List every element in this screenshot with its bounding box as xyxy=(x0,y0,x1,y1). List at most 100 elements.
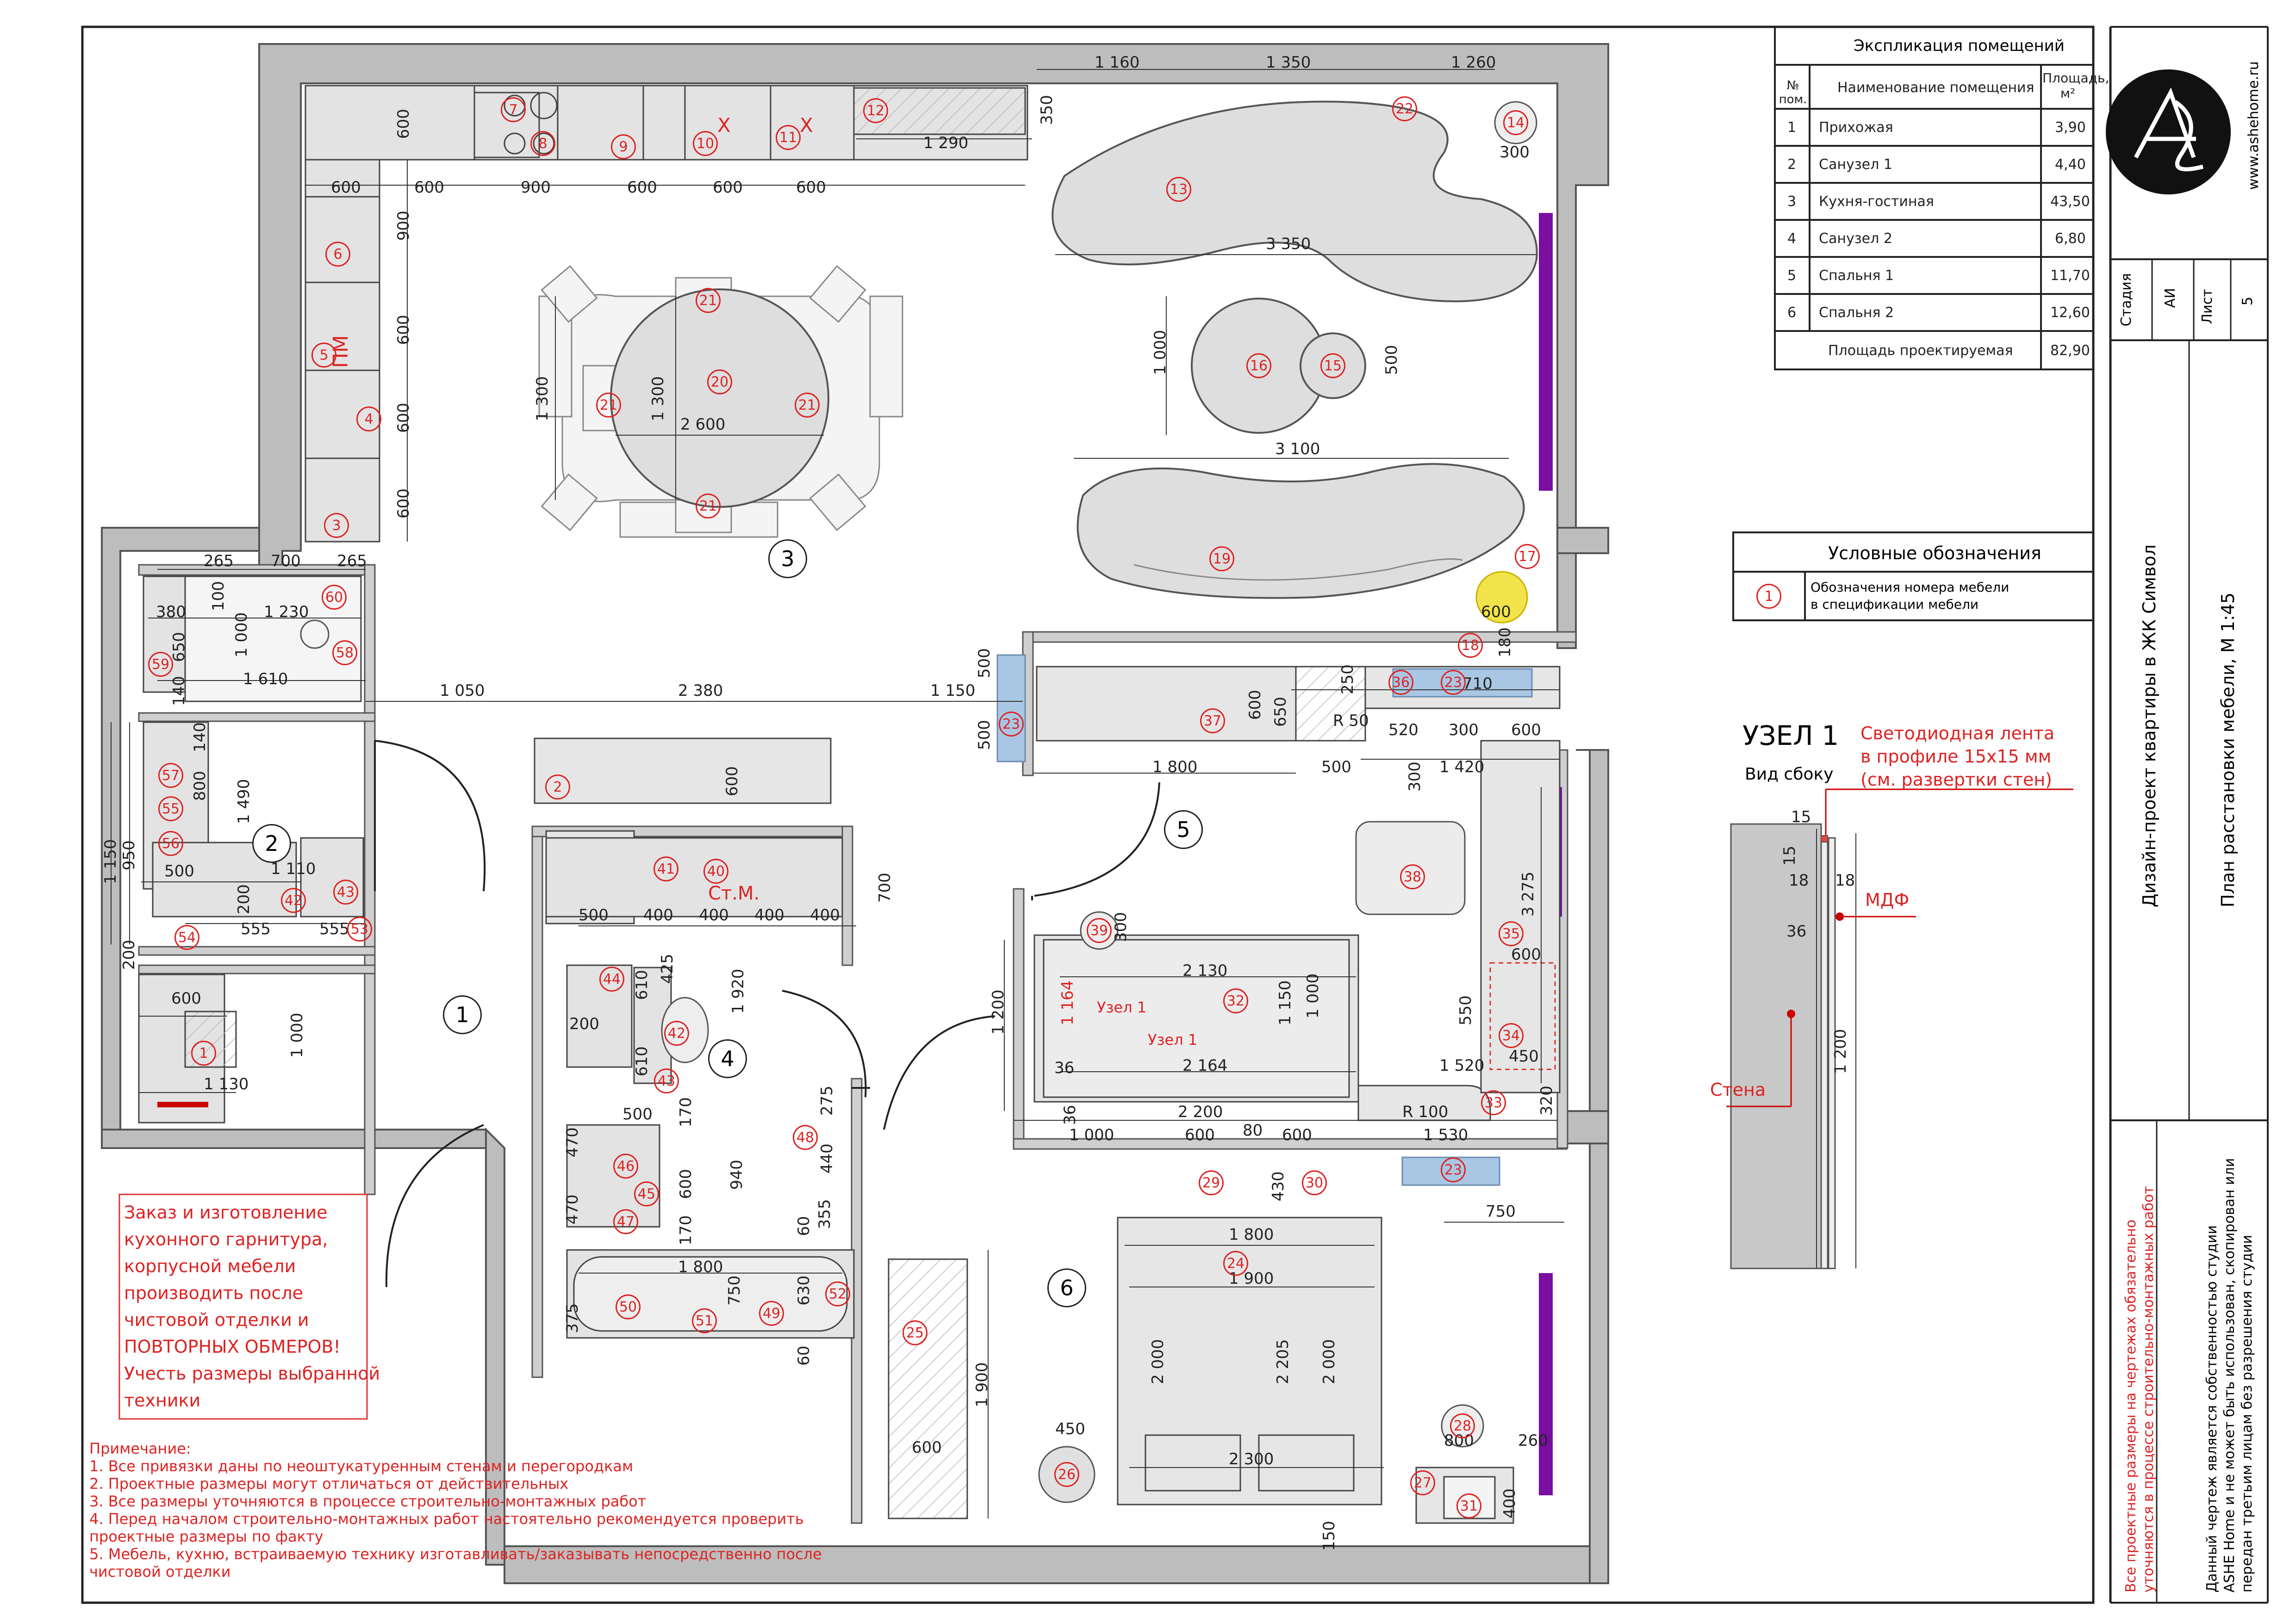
dim-br1-500a: 500 xyxy=(1321,758,1351,776)
furniture-marker-58: 58 xyxy=(332,640,357,665)
furniture-marker-50: 50 xyxy=(616,1294,641,1319)
stamp-project-title: Дизайн-проект квартиры в ЖК Символ xyxy=(2139,544,2159,907)
dim-br1-1200: 1 200 xyxy=(989,989,1008,1035)
dim-br1-r50: R 50 xyxy=(1333,712,1369,730)
furniture-marker-25: 25 xyxy=(902,1320,927,1345)
furniture-marker-54: 54 xyxy=(174,925,199,950)
dim-br2-1000: 1 000 xyxy=(1069,1126,1114,1144)
stamp-sheet-label: Лист xyxy=(2199,288,2215,324)
dim-living-180: 180 xyxy=(1496,627,1514,657)
furniture-marker-48: 48 xyxy=(793,1125,818,1150)
dim-br1-3275: 3 275 xyxy=(1519,871,1537,917)
dim-br1-1000: 1 000 xyxy=(1304,973,1322,1018)
dim-br2-1900b: 1 900 xyxy=(973,1362,991,1407)
dim-b1-1610: 1 610 xyxy=(243,670,288,688)
dim-k-top-4: 600 xyxy=(713,178,743,197)
node-wall-label: Стена xyxy=(1710,1080,1766,1100)
dim-br2-600c: 600 xyxy=(912,1438,942,1457)
furniture-marker-5: 5 xyxy=(311,343,336,368)
furniture-marker-36: 36 xyxy=(1388,670,1413,695)
door-swings xyxy=(374,740,1160,1287)
dim-k-left-2: 600 xyxy=(394,315,413,345)
room-marker-6: 6 xyxy=(1047,1268,1086,1307)
furniture-marker-29: 29 xyxy=(1199,1170,1224,1195)
furniture-marker-13: 13 xyxy=(1166,177,1191,202)
disclaimer-black-1: Данный чертеж является собственностью ст… xyxy=(2204,1225,2220,1593)
dim-k-top-5: 600 xyxy=(796,178,826,197)
dim-hall-1150: 1 150 xyxy=(930,681,976,700)
dim-br2-400: 400 xyxy=(1500,1488,1519,1518)
studio-logo-icon xyxy=(2106,69,2231,194)
node1-detail xyxy=(1730,823,1856,1269)
dining-table xyxy=(610,288,829,508)
node-dim-15a: 15 xyxy=(1791,808,1811,826)
furniture-marker-45: 45 xyxy=(634,1181,659,1206)
dim-b1-555b: 555 xyxy=(319,920,349,938)
legend-text-1: Обозначения номера мебели xyxy=(1811,580,2010,595)
furniture-marker-18: 18 xyxy=(1458,633,1483,658)
furniture-marker-20: 20 xyxy=(707,369,732,394)
furniture-marker-43a: 43 xyxy=(654,1068,679,1093)
dim-b2-470b: 470 xyxy=(563,1194,582,1224)
dim-br2-150: 150 xyxy=(1320,1521,1338,1551)
room-row-5-name: Спальня 1 xyxy=(1819,268,1894,284)
furniture-marker-51: 51 xyxy=(692,1308,717,1333)
room-table-header-num: № пом. xyxy=(1779,79,1807,106)
dim-br2-80: 80 xyxy=(1243,1121,1263,1140)
room-row-3-num: 3 xyxy=(1787,194,1797,210)
dim-br1-320: 320 xyxy=(1537,1086,1556,1116)
dim-b2-500b: 500 xyxy=(622,1105,653,1124)
dim-b2-275: 275 xyxy=(818,1086,836,1116)
dim-br1-300b: 300 xyxy=(1406,762,1424,792)
dim-b2-425: 425 xyxy=(658,954,677,984)
dim-br2-450: 450 xyxy=(1055,1420,1085,1438)
legend-symbol: 1 xyxy=(1756,584,1781,609)
dim-br2-600b: 600 xyxy=(1282,1126,1312,1144)
furniture-marker-31: 31 xyxy=(1456,1493,1481,1518)
label-x-11: X xyxy=(800,114,813,137)
dim-br2-1800: 1 800 xyxy=(1229,1225,1274,1244)
furniture-marker-43b: 43 xyxy=(333,880,358,905)
dim-b2-940: 940 xyxy=(728,1160,746,1190)
dim-br1-300a: 300 xyxy=(1449,721,1479,739)
dim-b1-500: 500 xyxy=(164,862,194,881)
furniture-marker-21d: 21 xyxy=(696,493,721,518)
room-row-1-num: 1 xyxy=(1787,119,1797,136)
dim-b1-1000: 1 000 xyxy=(232,612,251,657)
partitions xyxy=(138,564,1577,1524)
dim-b2-170b: 170 xyxy=(677,1215,695,1245)
furniture-marker-40: 40 xyxy=(703,859,728,884)
furniture-marker-35: 35 xyxy=(1499,921,1524,946)
dim-br1-600a: 600 xyxy=(1511,721,1541,739)
notes-title: Примечание: xyxy=(89,1440,191,1457)
dim-b1-700: 700 xyxy=(271,552,301,570)
node-dim-15b: 15 xyxy=(1780,845,1799,866)
dim-b1-1230: 1 230 xyxy=(264,603,309,621)
legend-text-2: в спецификации мебели xyxy=(1811,597,1979,612)
room-table-header-name: Наименование помещения xyxy=(1837,80,2035,96)
furniture-marker-7: 7 xyxy=(501,97,526,122)
label-node1-b: Узел 1 xyxy=(1148,1031,1198,1049)
dim-entry-600: 600 xyxy=(171,989,201,1008)
room-table-title: Экспликация помещений xyxy=(1854,37,2065,55)
room-row-1-name: Прихожая xyxy=(1819,119,1893,136)
dim-b1-1150: 1 150 xyxy=(101,839,120,884)
dim-table-2600: 2 600 xyxy=(680,415,726,434)
node-led-1: Светодиодная лента xyxy=(1860,723,2055,743)
dim-tr-1: 1 350 xyxy=(1266,53,1311,72)
dim-br1-520: 520 xyxy=(1388,721,1419,739)
dim-b1-1110: 1 110 xyxy=(271,860,316,878)
room-row-4-num: 4 xyxy=(1787,231,1797,247)
dim-living-500: 500 xyxy=(1382,345,1401,375)
stamp-website: www.ashehome.ru xyxy=(2246,61,2262,190)
dim-br2-2205: 2 205 xyxy=(1274,1339,1292,1384)
dim-br1-710: 710 xyxy=(1462,675,1493,693)
furniture-marker-12: 12 xyxy=(863,98,888,123)
label-node1-a: Узел 1 xyxy=(1097,999,1147,1016)
disclaimer-red-2: уточняются в процессе строительно-монтаж… xyxy=(2140,1186,2157,1593)
dim-b2-700: 700 xyxy=(876,873,894,903)
room-table-total-label: Площадь проектируемая xyxy=(1828,343,2013,359)
dim-living-3100: 3 100 xyxy=(1275,440,1320,458)
dim-k-top-1: 600 xyxy=(414,178,444,197)
sofa-13 xyxy=(1052,100,1538,302)
